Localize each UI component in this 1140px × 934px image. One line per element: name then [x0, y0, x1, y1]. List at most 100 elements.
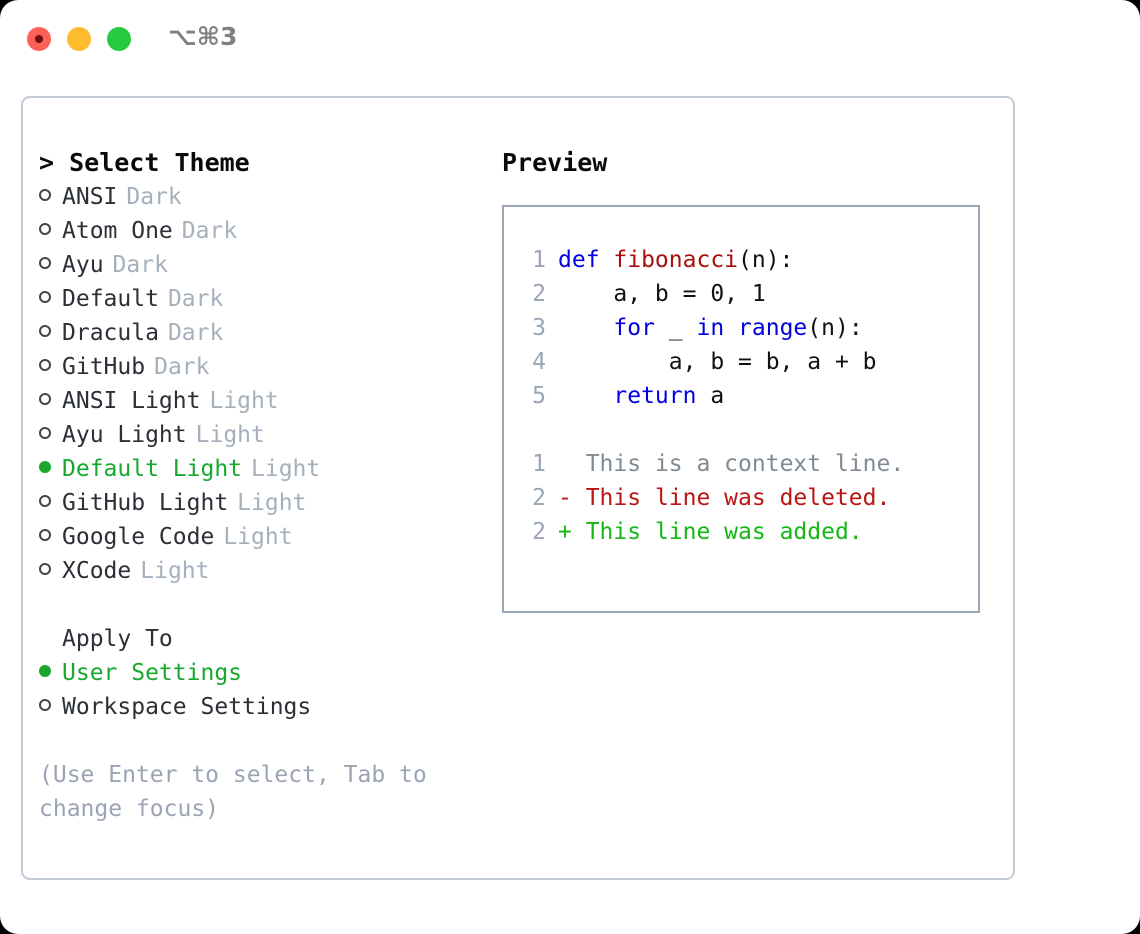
theme-option-category: Light: [237, 490, 307, 516]
theme-option-category: Light: [223, 524, 293, 550]
code-token-plain: a, b = b, a + b: [558, 349, 877, 375]
radio-unselected-icon: [39, 189, 51, 201]
apply-option-workspace-settings[interactable]: Workspace Settings: [39, 690, 489, 724]
keyboard-shortcut-label: ⌥⌘3: [168, 22, 238, 51]
theme-option-category: Light: [209, 388, 279, 414]
code-token-plain: (n):: [738, 247, 794, 273]
radio-selected-icon: [39, 665, 51, 677]
radio-unselected-icon: [39, 563, 51, 575]
diff-line-text: This is a context line.: [585, 451, 905, 477]
theme-option-label: GitHub Light: [62, 490, 229, 516]
diff-line-added: 2 + This line was added.: [504, 515, 978, 549]
code-line-number: 5: [532, 383, 546, 409]
diff-line-number: 2: [532, 519, 546, 545]
code-token-plain: a, b = 0, 1: [558, 281, 766, 307]
theme-option-github[interactable]: GitHub Dark: [39, 350, 489, 384]
radio-unselected-icon: [39, 427, 51, 439]
theme-option-label: Atom One: [62, 218, 173, 244]
apply-option-user-settings[interactable]: User Settings: [39, 656, 489, 690]
theme-option-github-light[interactable]: GitHub Light Light: [39, 486, 489, 520]
theme-option-label: ANSI: [62, 184, 118, 210]
code-token-kw: for: [613, 315, 655, 341]
theme-option-ansi[interactable]: ANSI Dark: [39, 180, 489, 214]
code-line: 4 a, b = b, a + b: [504, 345, 978, 379]
code-line-content: a, b = 0, 1: [558, 277, 766, 311]
theme-option-label: Google Code: [62, 524, 215, 550]
theme-option-category: Dark: [154, 354, 210, 380]
theme-option-xcode[interactable]: XCode Light: [39, 554, 489, 588]
window-maximize-button[interactable]: [107, 27, 131, 51]
code-token-plain: _: [654, 315, 697, 341]
diff-line-text: This line was deleted.: [585, 485, 891, 511]
code-token-kw: return: [613, 383, 697, 409]
theme-option-category: Dark: [167, 286, 224, 312]
theme-option-default[interactable]: Default Dark: [39, 282, 489, 316]
radio-unselected-icon: [39, 291, 51, 303]
theme-option-label: XCode: [62, 558, 132, 584]
radio-unselected-icon: [39, 359, 51, 371]
window-close-button[interactable]: [27, 27, 51, 51]
diff-line-number: 1: [532, 451, 546, 477]
code-token-kw: range: [738, 315, 808, 341]
diff-line-text: This line was added.: [585, 519, 863, 545]
window-titlebar: ⌥⌘3: [0, 0, 1140, 78]
theme-option-label: Ayu Light: [62, 422, 187, 448]
code-line-content: def fibonacci(n):: [558, 243, 793, 277]
radio-unselected-icon: [39, 257, 51, 269]
code-line-number: 4: [532, 349, 546, 375]
diff-line-number: 2: [532, 485, 546, 511]
code-line-content: for _ in range(n):: [558, 311, 863, 345]
theme-option-ayu-light[interactable]: Ayu Light Light: [39, 418, 489, 452]
theme-option-category: Light: [140, 558, 210, 584]
theme-option-category: Light: [195, 422, 265, 448]
theme-option-label: Default Light: [62, 456, 243, 482]
code-token-kw: def: [558, 247, 614, 273]
diff-marker: [558, 447, 586, 481]
theme-option-label: Default: [62, 286, 159, 312]
theme-option-label: GitHub: [62, 354, 146, 380]
theme-option-category: Dark: [126, 184, 182, 210]
code-token-fn: fibonacci: [613, 247, 739, 273]
diff-sample: 1 This is a context line. 2- This line wa…: [504, 447, 978, 549]
radio-unselected-icon: [39, 699, 51, 711]
apply-option-label: User Settings: [62, 660, 243, 686]
code-token-kw: in: [696, 315, 725, 341]
diff-marker: +: [558, 519, 586, 545]
keyboard-hint-text: (Use Enter to select, Tab to change focu…: [39, 762, 441, 822]
code-token-plain: [724, 315, 738, 341]
radio-unselected-icon: [39, 223, 51, 235]
code-line: 3 for _ in range(n):: [504, 311, 978, 345]
code-token-plain: (n):: [807, 315, 863, 341]
code-token-plain: [558, 315, 613, 341]
code-token-plain: a: [696, 383, 725, 409]
diff-line-deleted: 2- This line was deleted.: [504, 481, 978, 515]
window-minimize-button[interactable]: [67, 27, 91, 51]
theme-option-category: Dark: [167, 320, 224, 346]
radio-unselected-icon: [39, 529, 51, 541]
apply-to-heading: Apply To: [62, 626, 173, 652]
code-line-content: a, b = b, a + b: [558, 345, 877, 379]
code-line: 2 a, b = 0, 1: [504, 277, 978, 311]
list-spacer: [39, 588, 489, 622]
theme-option-google-code[interactable]: Google Code Light: [39, 520, 489, 554]
radio-unselected-icon: [39, 325, 51, 337]
radio-unselected-icon: [39, 393, 51, 405]
theme-option-label: Ayu: [62, 252, 104, 278]
apply-option-label: Workspace Settings: [62, 694, 312, 720]
radio-selected-icon: [39, 461, 51, 473]
code-line-content: return a: [558, 379, 724, 413]
select-theme-heading: > Select Theme: [39, 148, 250, 177]
